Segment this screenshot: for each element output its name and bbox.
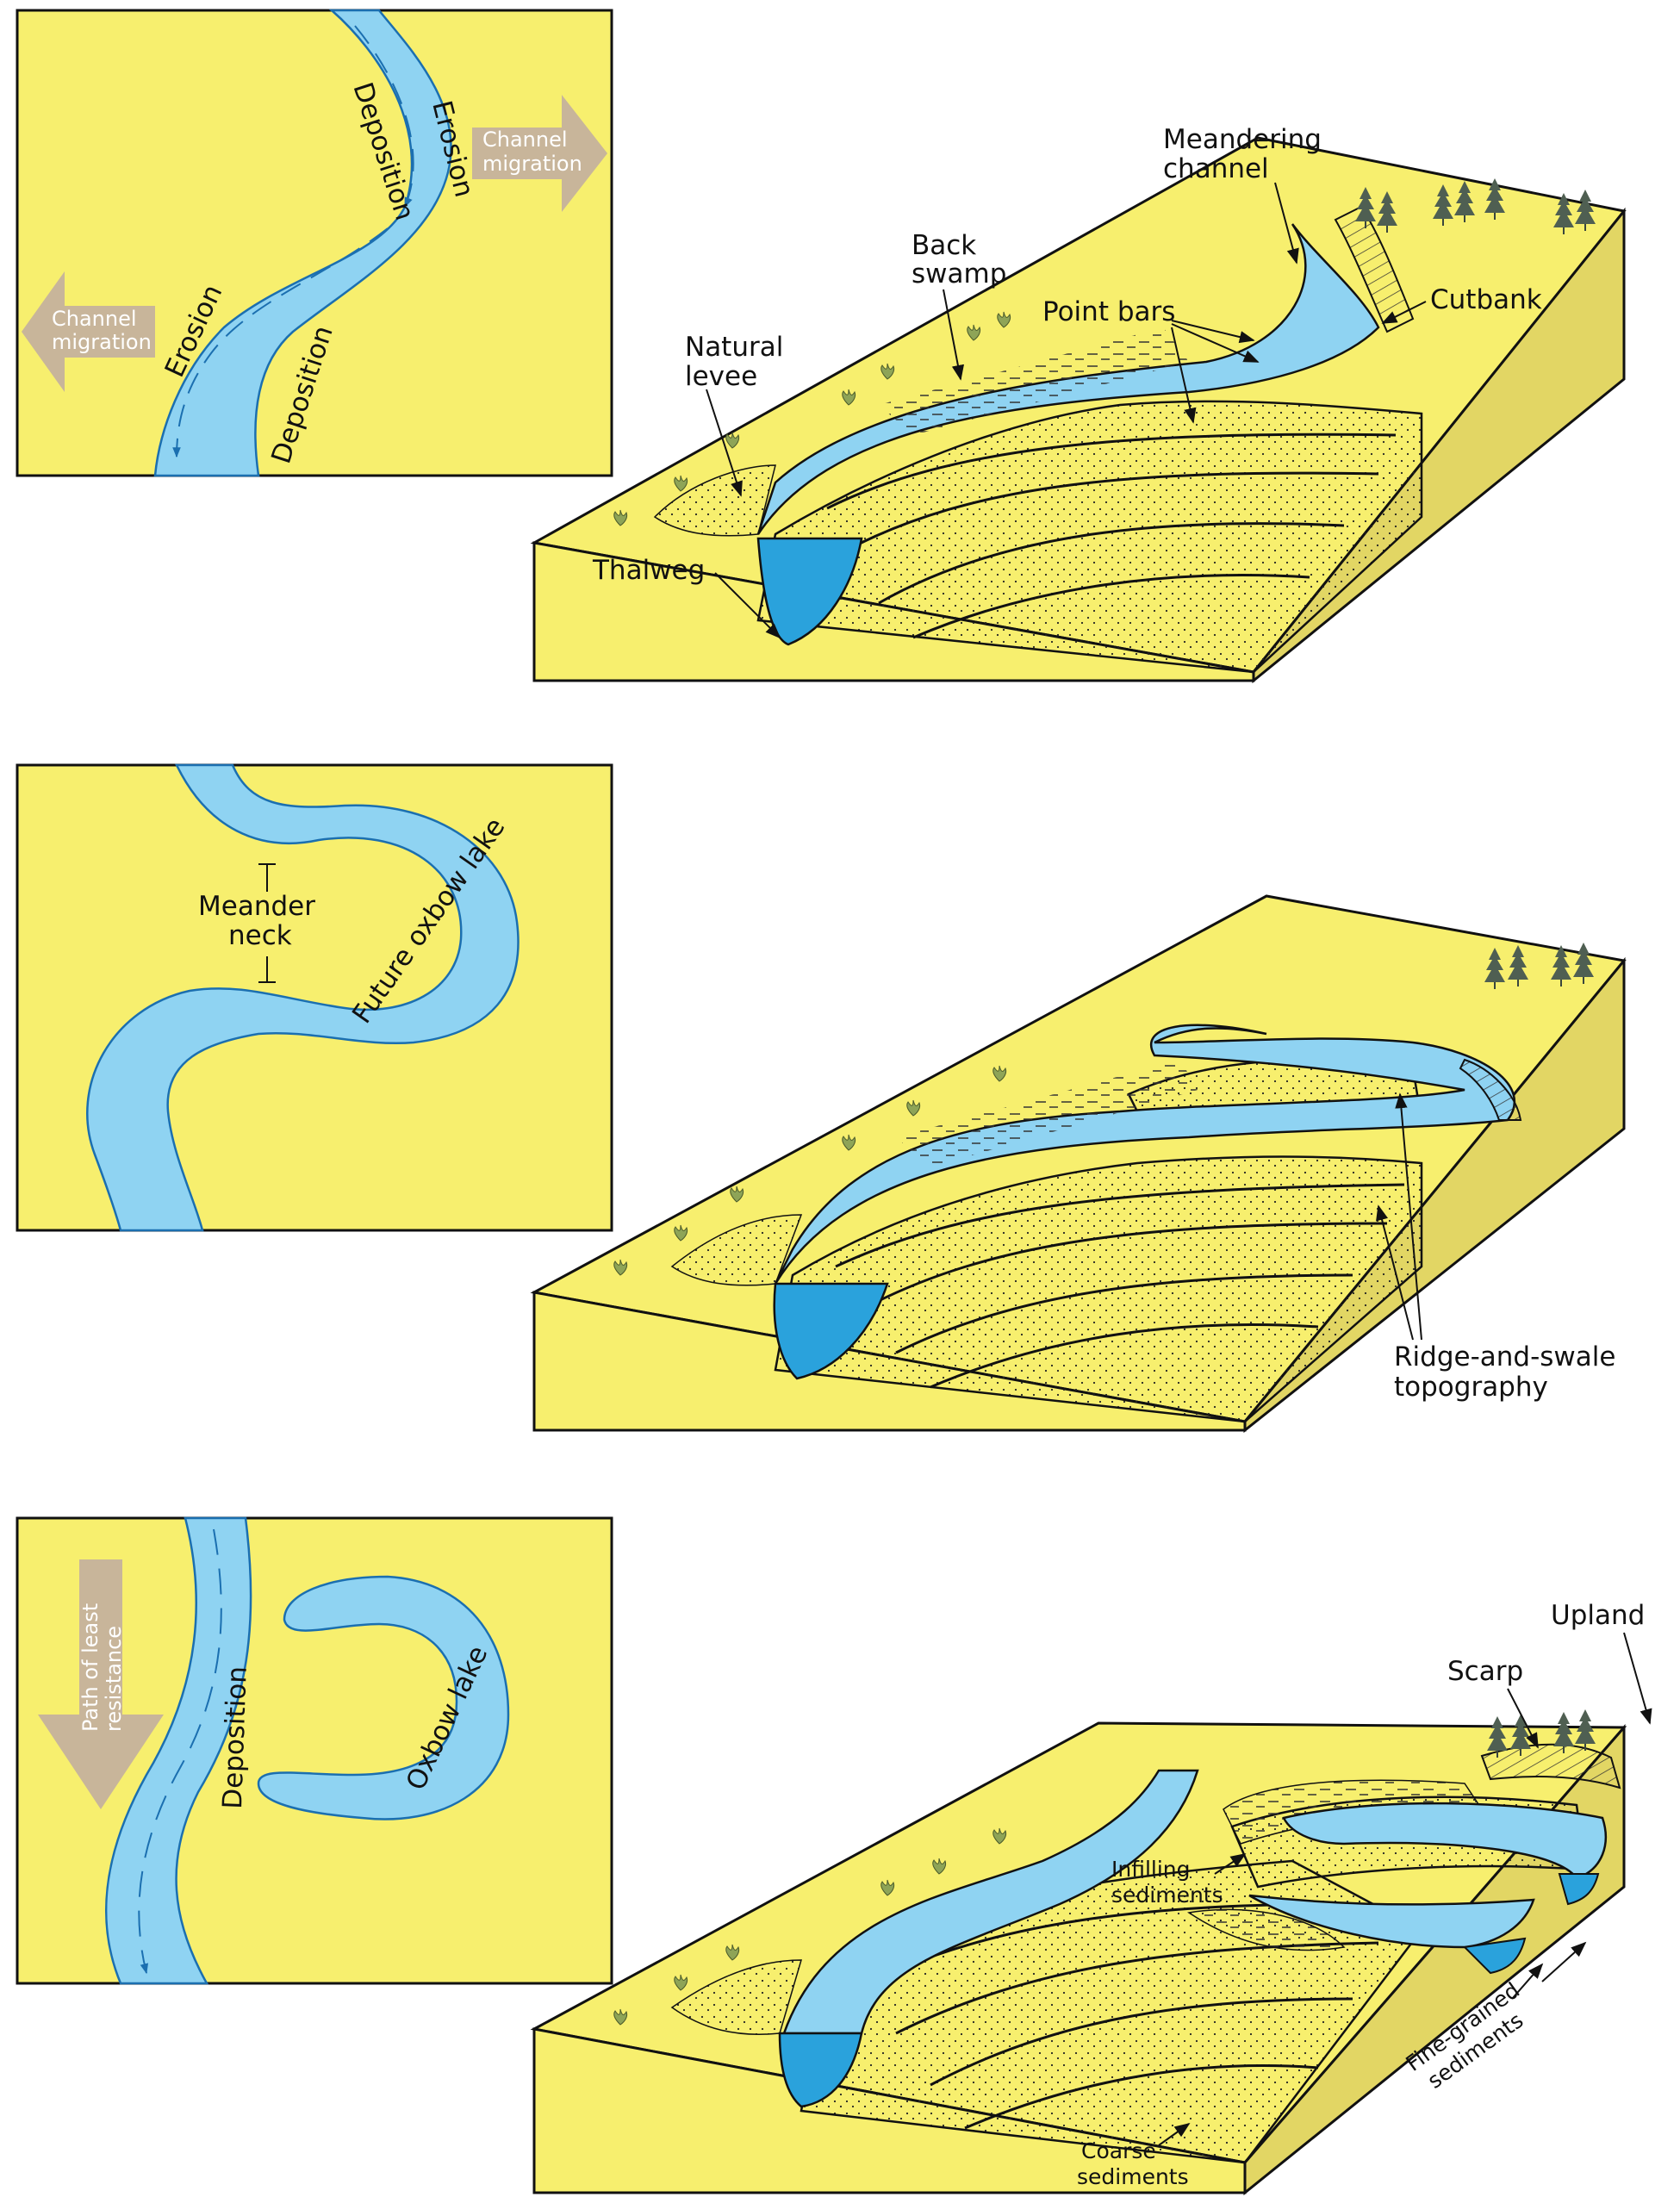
p2-ridge-swale-leader-1	[1376, 1204, 1414, 1341]
p3-fine-grained-leader-1	[1511, 1963, 1544, 2000]
panel1-flow-arrows-2	[172, 227, 389, 458]
panel3-oxbow	[257, 1575, 510, 1820]
p3-path-arrow: Path of least resistance	[38, 1559, 164, 1809]
p1-natural-levee-line2: levee	[685, 361, 757, 392]
p2-levee-stipple	[670, 1214, 803, 1286]
p1-migration-right-arrow: Channel migration	[472, 95, 607, 212]
p1-channel-deep	[756, 537, 863, 646]
p1-back-swamp-leader	[943, 289, 965, 381]
p1-meandering-channel-line2: channel	[1163, 153, 1269, 184]
p1-scarp-hatch	[1334, 205, 1415, 333]
p1-ridges-1	[826, 433, 1397, 639]
p2-meander-neck-line2: neck	[228, 920, 292, 951]
p1-natural-levee-line1: Natural	[685, 332, 783, 363]
p2-ridges	[835, 1183, 1405, 1389]
p1-point-bars	[756, 400, 1423, 674]
panel1-map-frame	[16, 9, 613, 477]
p2-meander-neck-line1: Meander	[198, 891, 315, 922]
p1-meandering-channel-leader	[1274, 182, 1299, 265]
p1-migration-right-line1: Channel	[482, 128, 568, 152]
p1-migration-left-arrow: Channel migration	[22, 271, 155, 392]
panel1-flow-arrows	[354, 25, 414, 208]
p3-scarp-leader	[1507, 1688, 1539, 1749]
p3-path-line1: Path of least	[78, 1603, 103, 1732]
p2-point-bars	[774, 1155, 1423, 1423]
p1-backswamp-dashes	[879, 327, 1189, 435]
p1-migration-right-line2: migration	[482, 152, 582, 176]
p1-levee-stipple	[653, 464, 776, 537]
p3-infilling-line1: Infilling	[1111, 1857, 1191, 1882]
p1-thalweg-leader	[714, 572, 781, 639]
p1-point-bars-label: Point bars	[1042, 296, 1175, 327]
p3-coarse-line2: sediments	[1077, 2164, 1189, 2189]
p2-ridge-swale-line2: topography	[1394, 1372, 1548, 1403]
panel3-map: Path of least resistance Deposition Oxbo…	[16, 1516, 613, 1985]
p3-scarp-label: Scarp	[1447, 1656, 1523, 1687]
p2-cutbank-hatch	[1459, 1058, 1522, 1121]
panel3-river	[104, 1516, 252, 1985]
panel2-map: Meander neck Future oxbow lake	[16, 763, 613, 1232]
p1-back-swamp-line1: Back	[912, 230, 976, 261]
panel2-block: Ridge-and-swale topography	[530, 894, 1627, 1434]
p2-backswamp-dashes	[896, 1060, 1198, 1167]
p1-point-bars-leader-2	[1171, 323, 1260, 363]
p1-cutbank-leader	[1381, 301, 1427, 324]
p3-infilling-leader	[1214, 1853, 1247, 1875]
p3-levee-stipple	[670, 1959, 803, 2035]
p1-migration-left-line1: Channel	[52, 307, 137, 331]
p3-fine-grained-leader-2	[1541, 1941, 1587, 1982]
p3-infilling-line2: sediments	[1111, 1883, 1223, 1908]
p3-coarse-line1: Coarse	[1081, 2138, 1156, 2163]
p1-point-bars-leader-3	[1171, 327, 1197, 424]
p3-path-line2: resistance	[102, 1626, 126, 1732]
p3-channel-deep	[778, 2032, 863, 2108]
p3-oxbow-deep	[1462, 1873, 1600, 1975]
p1-back-swamp-line2: swamp	[912, 258, 1006, 289]
panel1-map: Deposition Erosion Erosion Deposition Ch…	[16, 9, 613, 477]
p1-migration-left-line2: migration	[52, 330, 152, 354]
p3-coarse-leader	[1158, 2122, 1191, 2146]
p1-natural-levee-leader	[706, 389, 743, 497]
p1-point-bars-leader-1	[1171, 320, 1255, 344]
panel3-block: Upland Scarp Infilling sediments Fine-gr…	[530, 1600, 1652, 2196]
p3-channel	[782, 1769, 1199, 2035]
p1-meandering-channel-line1: Meandering	[1163, 124, 1322, 155]
p3-flow-arrows	[138, 1528, 222, 1975]
p3-oxbow-block	[1248, 1802, 1607, 1949]
p2-ridge-swale-line1: Ridge-and-swale	[1394, 1341, 1615, 1372]
p3-upland-leader	[1623, 1632, 1652, 1725]
p3-deposition: Deposition	[217, 1665, 253, 1809]
p2-ridge-swale-leader-2	[1395, 1092, 1422, 1341]
panel1-block: Meandering channel Back swamp Point bars…	[530, 124, 1627, 684]
p3-ridges	[869, 1902, 1379, 2130]
p1-thalweg-label: Thalweg	[592, 555, 705, 586]
p2-channel-deep	[773, 1282, 889, 1380]
p3-upland-label: Upland	[1551, 1600, 1645, 1631]
panel2-river	[86, 763, 520, 1232]
p1-cutbank-label: Cutbank	[1430, 284, 1542, 315]
